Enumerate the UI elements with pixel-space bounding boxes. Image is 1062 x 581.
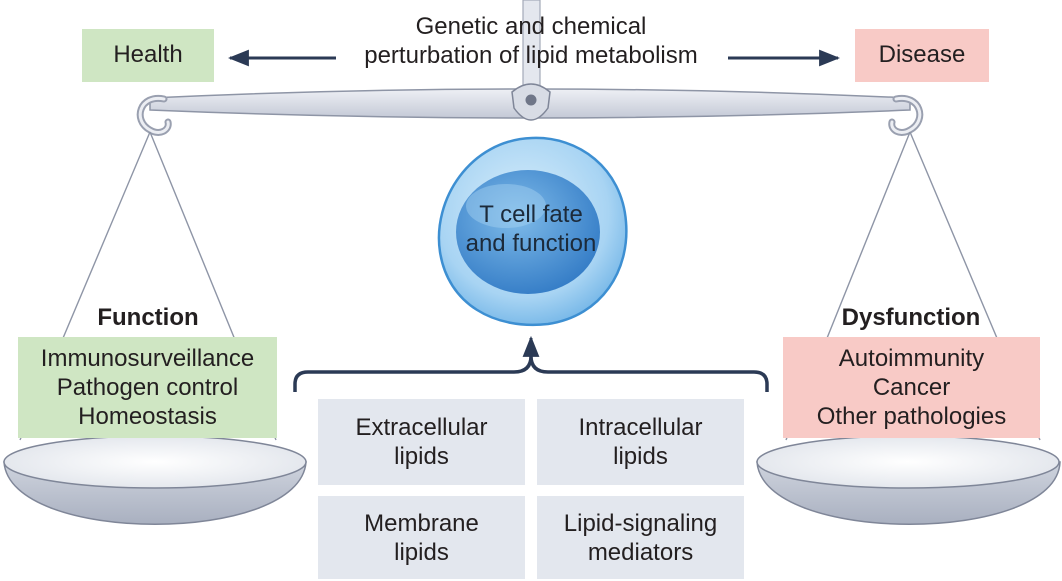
perturbation-caption: Genetic and chemical perturbation of lip… bbox=[300, 12, 762, 70]
t-cell-label: T cell fate and function bbox=[436, 200, 626, 258]
lipid-box-line: Lipid-signaling bbox=[563, 510, 718, 537]
function-item: Pathogen control bbox=[56, 374, 239, 401]
function-item: Homeostasis bbox=[78, 403, 217, 430]
lipid-box-line: Membrane bbox=[364, 510, 479, 537]
left-pan bbox=[3, 435, 307, 525]
lipid-box-membrane-label: Membrane lipids bbox=[318, 509, 525, 567]
lipid-box-line: mediators bbox=[587, 539, 694, 566]
t-cell-icon bbox=[437, 136, 628, 327]
dysfunction-box bbox=[783, 337, 1040, 438]
lipid-box-extracellular-label: Extracellular lipids bbox=[318, 413, 525, 471]
caption-line-1: Genetic and chemical bbox=[415, 13, 647, 40]
dysfunction-list: Autoimmunity Cancer Other pathologies bbox=[783, 344, 1040, 431]
lipid-box-line: Extracellular bbox=[355, 414, 488, 441]
lipid-box-membrane bbox=[318, 496, 525, 579]
function-list: Immunosurveillance Pathogen control Home… bbox=[18, 344, 277, 431]
dysfunction-item: Autoimmunity bbox=[838, 345, 985, 372]
lipid-box-intracellular bbox=[537, 399, 744, 485]
function-heading: Function bbox=[97, 304, 199, 331]
dysfunction-item: Cancer bbox=[872, 374, 951, 401]
lipid-box-line: lipids bbox=[394, 443, 449, 470]
right-pan bbox=[756, 435, 1061, 525]
lipid-box-line: lipids bbox=[394, 539, 449, 566]
lipid-box-line: lipids bbox=[613, 443, 668, 470]
t-cell-label-line-2: and function bbox=[465, 230, 597, 257]
lipid-box-signaling-label: Lipid-signaling mediators bbox=[537, 509, 744, 567]
function-item: Immunosurveillance bbox=[40, 345, 255, 372]
health-box bbox=[82, 29, 214, 82]
pivot-pin-icon bbox=[525, 94, 537, 106]
dysfunction-item: Other pathologies bbox=[816, 403, 1007, 430]
lipid-brace bbox=[293, 354, 769, 392]
lipid-box-extracellular bbox=[318, 399, 525, 485]
lipid-box-signaling bbox=[537, 496, 744, 579]
lipid-box-line: Intracellular bbox=[578, 414, 703, 441]
disease-box bbox=[855, 29, 989, 82]
health-label: Health bbox=[113, 41, 183, 68]
function-box bbox=[18, 337, 277, 438]
disease-label: Disease bbox=[878, 41, 966, 68]
dysfunction-heading: Dysfunction bbox=[841, 304, 981, 331]
lipid-box-intracellular-label: Intracellular lipids bbox=[537, 413, 744, 471]
caption-line-2: perturbation of lipid metabolism bbox=[364, 42, 698, 69]
t-cell-label-line-1: T cell fate bbox=[479, 201, 583, 228]
